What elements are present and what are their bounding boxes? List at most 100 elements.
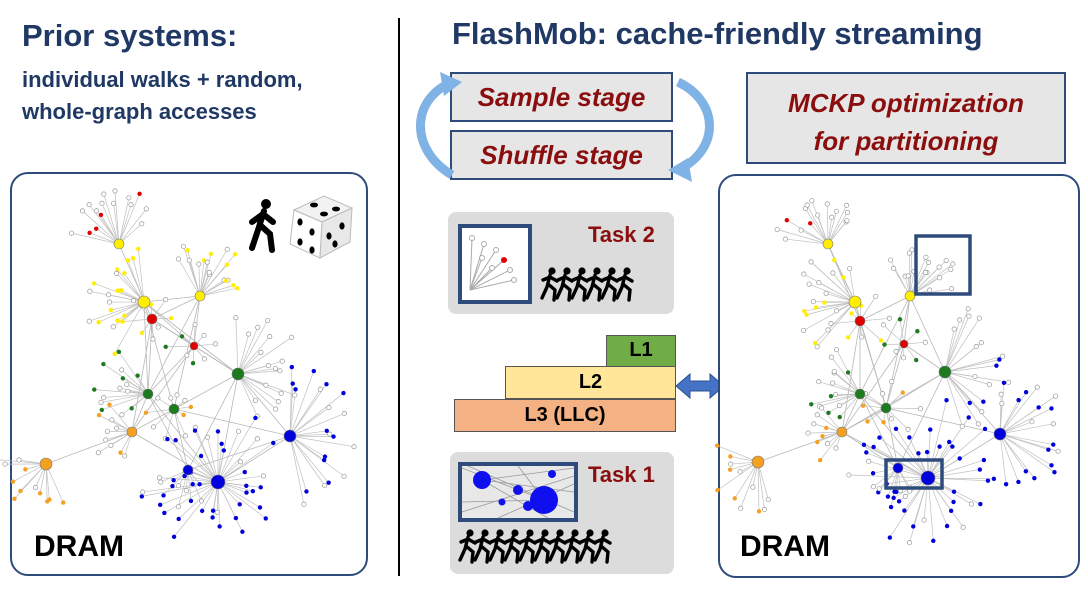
graph-node (176, 516, 181, 522)
graph-node (208, 251, 214, 257)
graph-node (304, 489, 309, 494)
graph-hub-node (113, 238, 125, 250)
graph-node (896, 499, 902, 504)
graph-node (879, 391, 886, 397)
graph-node (878, 338, 884, 343)
graph-node (905, 426, 911, 432)
graph-node (897, 317, 903, 322)
graph-node (906, 250, 912, 256)
graph-node (782, 236, 788, 242)
graph-node (86, 202, 92, 208)
graph-node (252, 397, 259, 404)
graph-node (117, 385, 123, 391)
graph-node (212, 341, 219, 347)
graph-node (901, 355, 907, 361)
graph-node (116, 349, 122, 355)
runner-icon (585, 267, 604, 302)
graph-node (880, 322, 886, 328)
graph-node (122, 453, 128, 459)
runner-icon (488, 529, 507, 564)
left-subtitle-line1: individual walks + random, (22, 67, 303, 92)
runner-icon (600, 267, 619, 302)
graph-node (87, 288, 93, 294)
left-graph (0, 188, 357, 539)
graph-node (204, 434, 211, 440)
graph-node (168, 315, 174, 321)
graph-node (92, 387, 97, 392)
runners-icon (540, 267, 634, 302)
graph-node (833, 347, 840, 353)
graph-node (173, 438, 178, 443)
graph-node (143, 206, 149, 212)
graph-node (849, 311, 854, 316)
graph-node (96, 412, 102, 418)
left-dram-label: DRAM (34, 530, 124, 563)
graph-node (327, 431, 333, 437)
graph-node (888, 504, 894, 510)
task1-label: Task 1 (588, 462, 655, 487)
shuffle-stage-label: Shuffle stage (480, 140, 643, 170)
graph-node (137, 191, 142, 197)
graph-node (108, 442, 114, 448)
graph-node (150, 424, 157, 430)
graph-node (998, 391, 1004, 397)
graph-node (893, 426, 899, 432)
graph-node (968, 501, 974, 507)
graph-node (830, 270, 836, 276)
graph-node (871, 444, 876, 450)
graph-node (922, 269, 929, 276)
graph-node (813, 340, 818, 346)
graph-node (825, 327, 831, 333)
graph-node (877, 435, 882, 440)
graph-node (887, 257, 894, 263)
graph-node (911, 524, 916, 529)
graph-node (351, 444, 357, 450)
graph-node (837, 414, 842, 420)
graph-node (114, 425, 120, 431)
task1-partition-icon (458, 462, 578, 522)
graph-node (69, 230, 75, 236)
runner-icon (518, 529, 537, 564)
graph-node (833, 308, 840, 314)
graph-node (188, 498, 194, 504)
graph-node (801, 271, 807, 277)
graph-node (870, 484, 876, 490)
graph-node (1023, 389, 1029, 395)
partition-highlight-box (914, 234, 972, 296)
graph-node (737, 469, 743, 475)
graph-node (156, 475, 162, 481)
graph-node (244, 483, 249, 488)
runner-icon (615, 267, 634, 302)
graph-node (246, 331, 252, 337)
graph-node (801, 327, 807, 333)
graph-node (170, 483, 175, 489)
graph-node (341, 410, 347, 416)
graph-node (907, 435, 912, 440)
graph-node (122, 271, 127, 276)
graph-node (976, 315, 982, 321)
graph-node (1001, 380, 1007, 386)
runners-icon (458, 529, 612, 564)
graph-node (978, 340, 984, 346)
graph-node (914, 357, 919, 363)
graph-node (1029, 419, 1035, 425)
graph-node (893, 348, 899, 354)
graph-node (124, 382, 130, 388)
graph-node (860, 403, 866, 408)
graph-node (115, 288, 120, 293)
graph-node (115, 318, 120, 323)
graph-nodes (0, 188, 357, 539)
graph-node (981, 399, 986, 404)
graph-node (110, 324, 116, 330)
graph-node (293, 387, 298, 392)
graph-node (732, 496, 737, 501)
graph-node (819, 405, 825, 411)
graph-node (217, 524, 222, 529)
graph-node (846, 335, 851, 340)
graph-hub-node (210, 474, 226, 490)
graph-node (10, 479, 16, 484)
graph-node (215, 429, 221, 434)
graph-node (109, 417, 115, 423)
graph-node (155, 324, 161, 330)
graph-node (948, 266, 954, 272)
